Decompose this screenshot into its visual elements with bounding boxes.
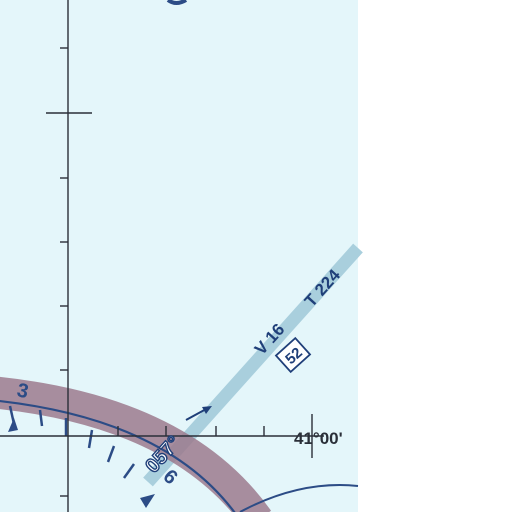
boundary-ticks xyxy=(8,405,136,479)
mea-box: 52 xyxy=(274,336,312,374)
water-area xyxy=(0,0,358,512)
latitude-grid xyxy=(0,414,324,458)
ring-arrow-icon xyxy=(8,418,18,432)
ring-arrow-lower-icon xyxy=(140,494,155,508)
latitude-label: 41°00' xyxy=(294,429,343,448)
top-label-fragment xyxy=(166,0,188,5)
airspace-boundary-line xyxy=(0,400,240,517)
radial-arrow xyxy=(185,406,212,421)
ring-number-upper: 3 xyxy=(15,379,30,403)
meridian-grid xyxy=(46,0,92,512)
airspace-boundary-lower xyxy=(239,484,359,513)
class-airspace-ring xyxy=(0,376,272,517)
